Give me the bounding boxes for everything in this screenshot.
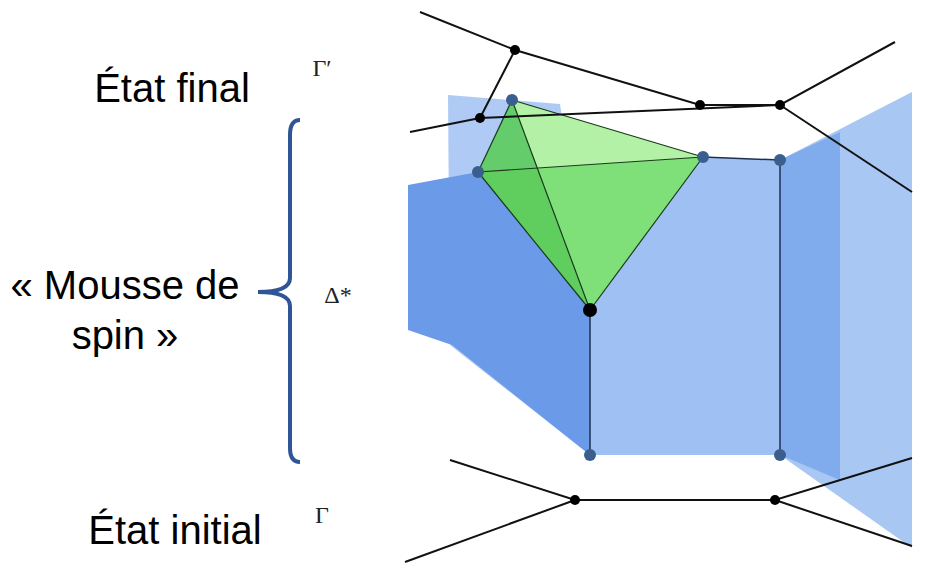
curly-brace [258,120,300,462]
initial-graph [405,458,912,562]
graph-nodes [475,45,785,505]
state-label: État final [94,64,250,112]
tetrahedron-face [478,100,590,310]
graph-symbol: Γ [315,501,329,530]
foam-face [780,132,840,480]
foam-face [780,92,912,548]
state-label: État initial [88,506,261,554]
final-graph [410,12,912,192]
foam-label: « Mousse de spin » [10,260,240,360]
foam-edges [590,157,780,455]
foam-vertex [583,303,597,317]
graph-symbol: Δ* [324,281,351,310]
foam-vertices [472,94,786,461]
graph-symbol: Γ′ [312,54,331,83]
tetrahedron-edges [478,100,703,310]
